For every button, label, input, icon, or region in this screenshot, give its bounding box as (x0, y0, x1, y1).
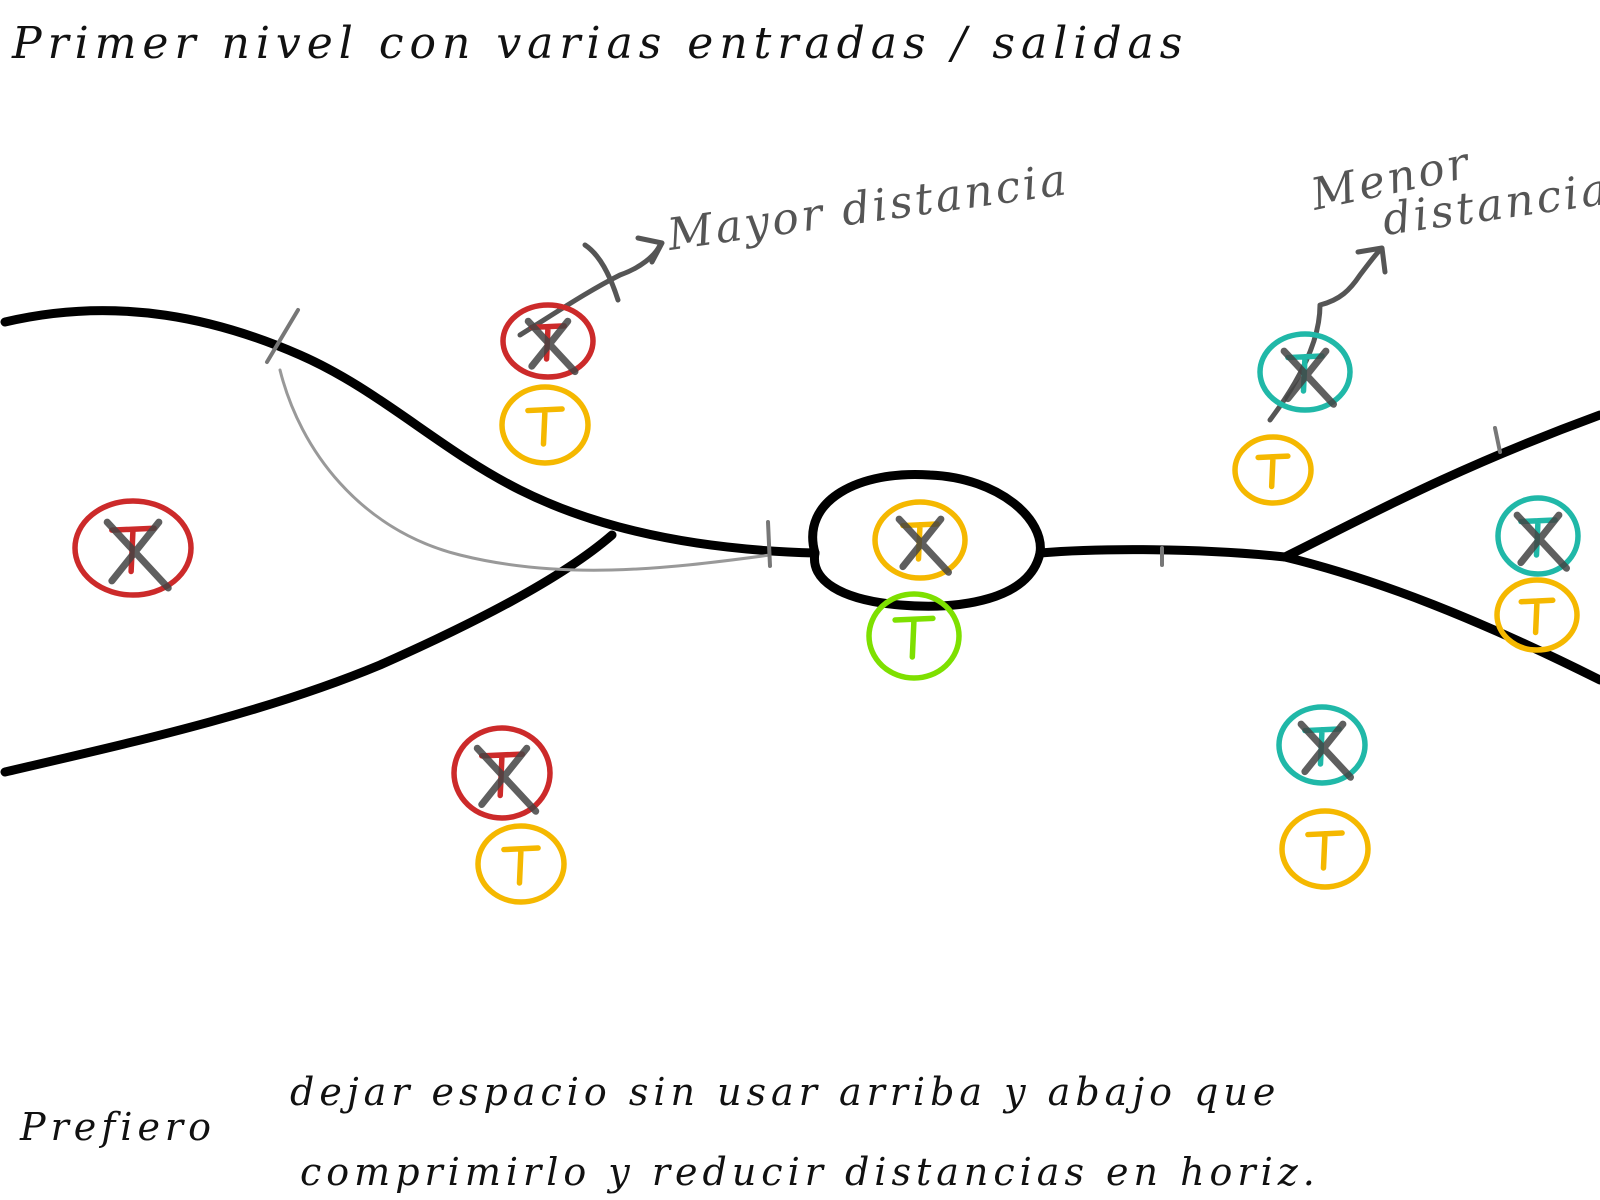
marker-ring (451, 725, 553, 821)
menor-arrow (1267, 245, 1388, 423)
marker-ring (1495, 495, 1581, 577)
arrow-head (1355, 245, 1388, 275)
arrow-shaft (1267, 247, 1383, 423)
cross-out-mark (895, 515, 952, 576)
mayor-arrow (517, 235, 665, 338)
note-label: Prefiero (19, 1105, 216, 1149)
marker-green-center (866, 591, 962, 681)
marker-yellow-right-upper (1232, 434, 1314, 506)
marker-letter-t (1305, 830, 1345, 871)
marker-letter-t (525, 406, 565, 447)
marker-yellow-bottom-right (1279, 808, 1371, 890)
tick-mark (766, 520, 772, 568)
road-ticks (265, 308, 1502, 568)
marker-ring (872, 499, 968, 581)
marker-letter-t (501, 845, 541, 886)
marker-ring (1494, 577, 1580, 653)
marker-yellow-center (872, 499, 968, 581)
marker-ring (500, 302, 596, 380)
marker-teal-top-right (1257, 331, 1353, 413)
marker-ring (1257, 331, 1353, 413)
alternative-path (278, 368, 772, 572)
cross-out-mark (1513, 511, 1570, 572)
road-right-upper (1280, 410, 1600, 562)
cross-out-mark (524, 317, 579, 376)
road-lower-left (0, 530, 617, 777)
road-right-lower (1280, 552, 1600, 685)
sketch-title: Primer nivel con varias entradas / salid… (11, 18, 1188, 69)
tick-mark (1493, 426, 1502, 454)
cross-out-mark (1297, 720, 1354, 781)
road-upper-left (0, 306, 820, 558)
note-line-2: comprimirlo y reducir distancias en hori… (300, 1150, 1320, 1194)
marker-ring (1232, 434, 1314, 506)
marker-red-top (500, 302, 596, 380)
annotation-mayor-distancia: Mayor distancia (663, 154, 1072, 261)
road-network (0, 306, 1600, 777)
arrow-head (635, 235, 665, 265)
note-line-1: dejar espacio sin usar arriba y abajo qu… (290, 1070, 1280, 1114)
marker-ring (475, 823, 567, 905)
arrow-shaft (517, 242, 663, 338)
marker-teal-far-right (1495, 495, 1581, 577)
marker-ring (1276, 704, 1368, 786)
marker-letter-t (1518, 597, 1556, 636)
marker-letter-t (1255, 453, 1291, 490)
marker-ring (1279, 808, 1371, 890)
marker-layer (72, 302, 1581, 905)
marker-ring (72, 498, 194, 598)
road-right-center (1035, 545, 1290, 562)
marker-red-left (72, 498, 194, 598)
arrow-scribble (582, 242, 621, 303)
marker-yellow-bottom-left (475, 823, 567, 905)
marker-letter-t (892, 615, 936, 660)
marker-yellow-far-right (1494, 577, 1580, 653)
marker-ring (499, 384, 591, 466)
cross-out-mark (1280, 347, 1337, 408)
marker-teal-bottom-right (1276, 704, 1368, 786)
tick-mark (265, 308, 300, 364)
marker-ring (866, 591, 962, 681)
cross-out-mark (103, 518, 172, 592)
marker-yellow-top (499, 384, 591, 466)
cross-out-mark (473, 744, 540, 815)
marker-red-bottom (451, 725, 553, 821)
